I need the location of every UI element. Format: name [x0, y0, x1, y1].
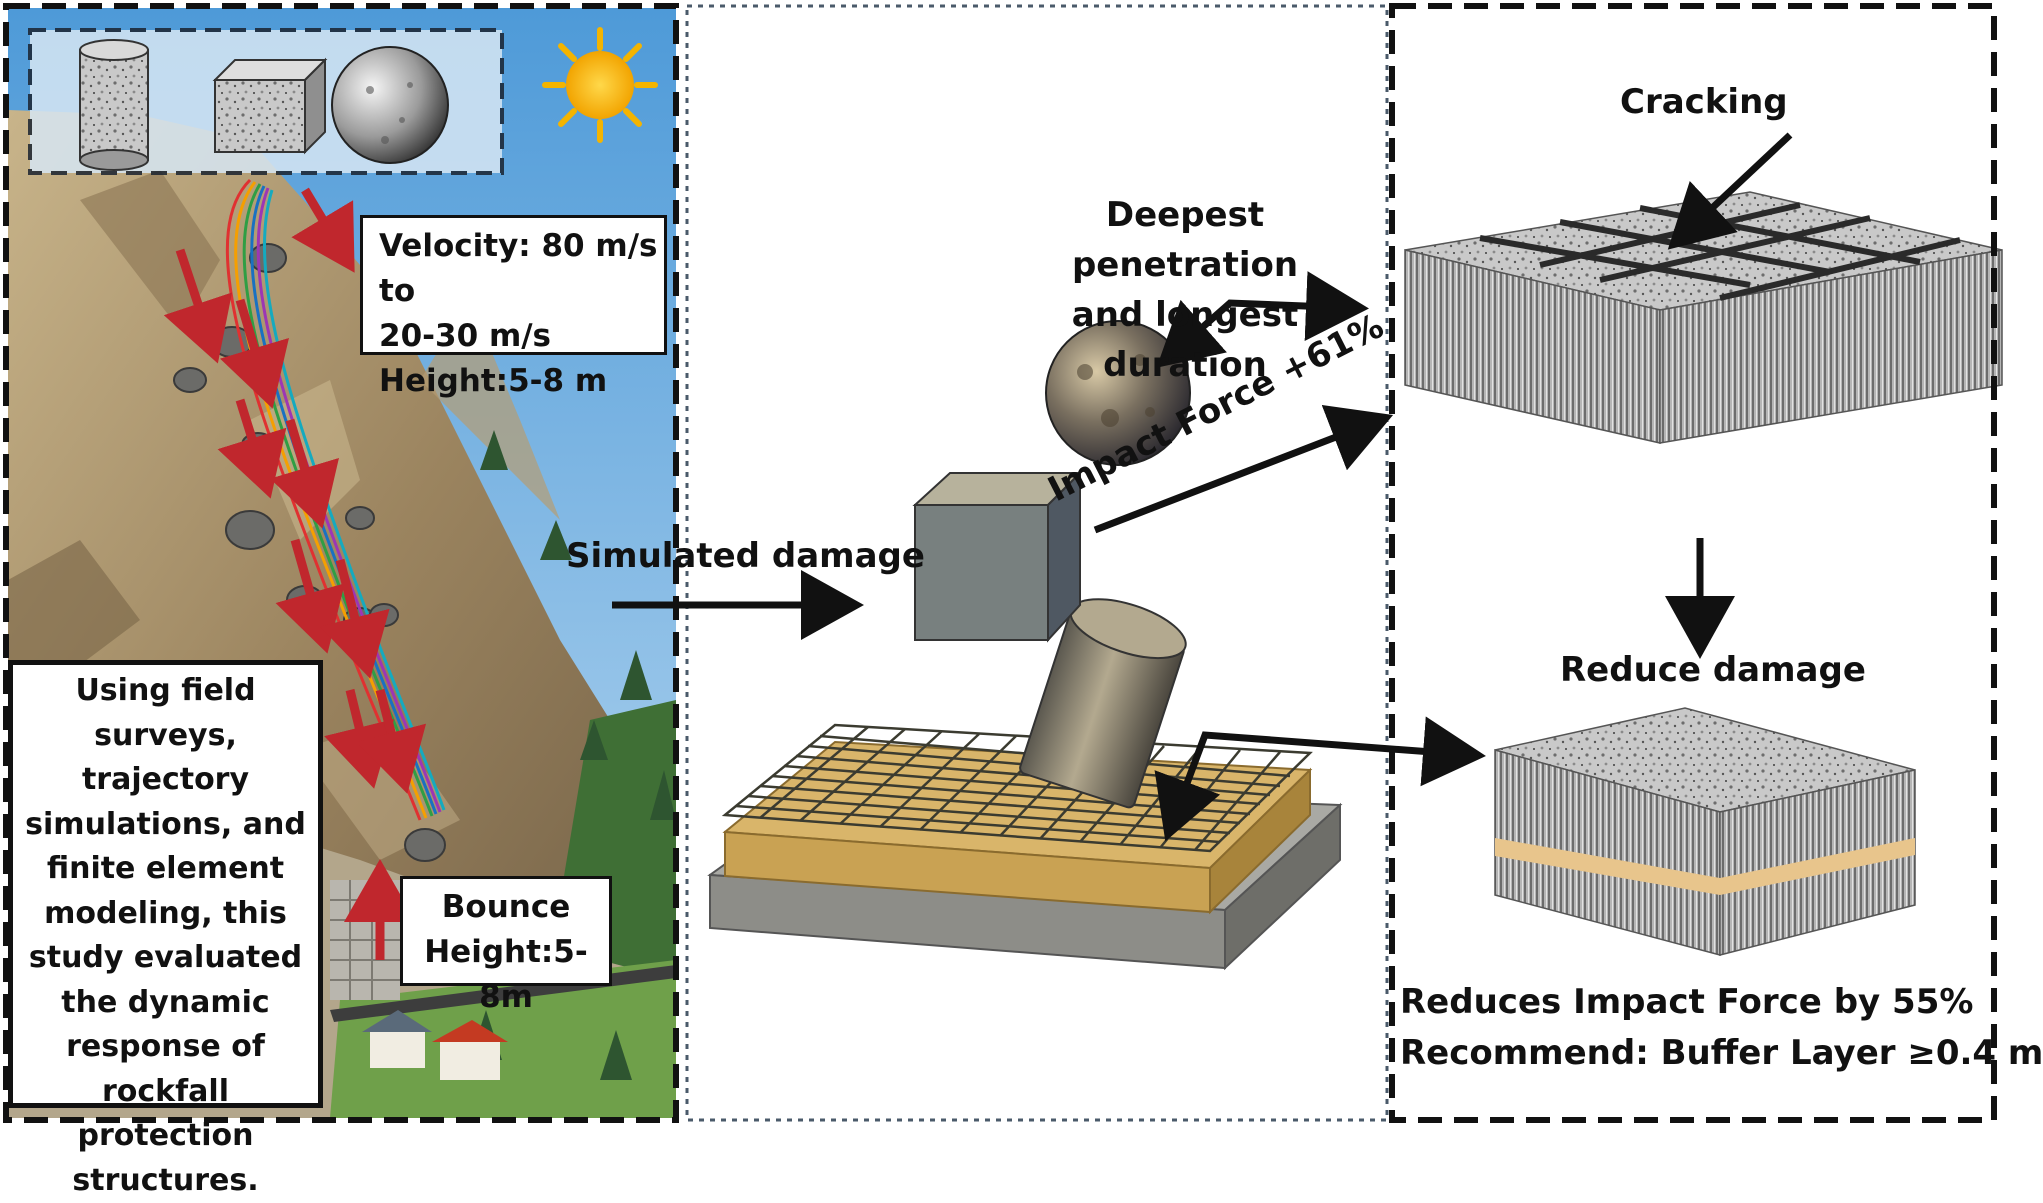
summary-line: simulations, and [19, 803, 312, 848]
retaining-wall [330, 880, 400, 1000]
cube-specimen-icon [215, 60, 325, 152]
summary-line: Using field [19, 669, 312, 714]
summary-line: structures. [19, 1159, 312, 1203]
simulated-damage-label: Simulated damage [566, 536, 925, 576]
reduces-force-label: Reduces Impact Force by 55% [1400, 982, 1973, 1022]
bounce-callout: Bounce Height:5-8m [400, 876, 612, 986]
summary-line: response of [19, 1025, 312, 1070]
cylinder-specimen-icon [80, 40, 148, 170]
impact-simulation-scene [710, 321, 1340, 968]
velocity-line: Velocity: 80 m/s to [379, 224, 664, 314]
sun-icon [545, 30, 655, 140]
bounce-line: Bounce [403, 885, 609, 930]
summary-line: modeling, this [19, 892, 312, 937]
deepest-line: Deepest penetration [1000, 190, 1370, 290]
summary-line: the dynamic [19, 981, 312, 1026]
summary-line: finite element [19, 847, 312, 892]
summary-line: rockfall protection [19, 1070, 312, 1159]
study-summary-box: Using field surveys, trajectory simulati… [8, 660, 323, 1108]
sphere-specimen-icon [332, 47, 448, 163]
reduce-damage-label: Reduce damage [1560, 650, 1866, 690]
buffered-slab [1495, 708, 1915, 955]
bounce-height-line: Height:5-8m [403, 930, 609, 1020]
figure: Velocity: 80 m/s to 20-30 m/s Height:5-8… [0, 0, 2000, 1125]
recommend-label: Recommend: Buffer Layer ≥0.4 m [1400, 1033, 2043, 1073]
shape-inset [30, 30, 502, 173]
height-line: Height:5-8 m [379, 359, 664, 404]
velocity-callout: Velocity: 80 m/s to 20-30 m/s Height:5-8… [360, 215, 667, 355]
summary-line: surveys, trajectory [19, 714, 312, 803]
cracking-label: Cracking [1620, 82, 1788, 122]
summary-line: study evaluated [19, 936, 312, 981]
cracked-slab [1405, 192, 2002, 443]
velocity-line: 20-30 m/s [379, 314, 664, 359]
